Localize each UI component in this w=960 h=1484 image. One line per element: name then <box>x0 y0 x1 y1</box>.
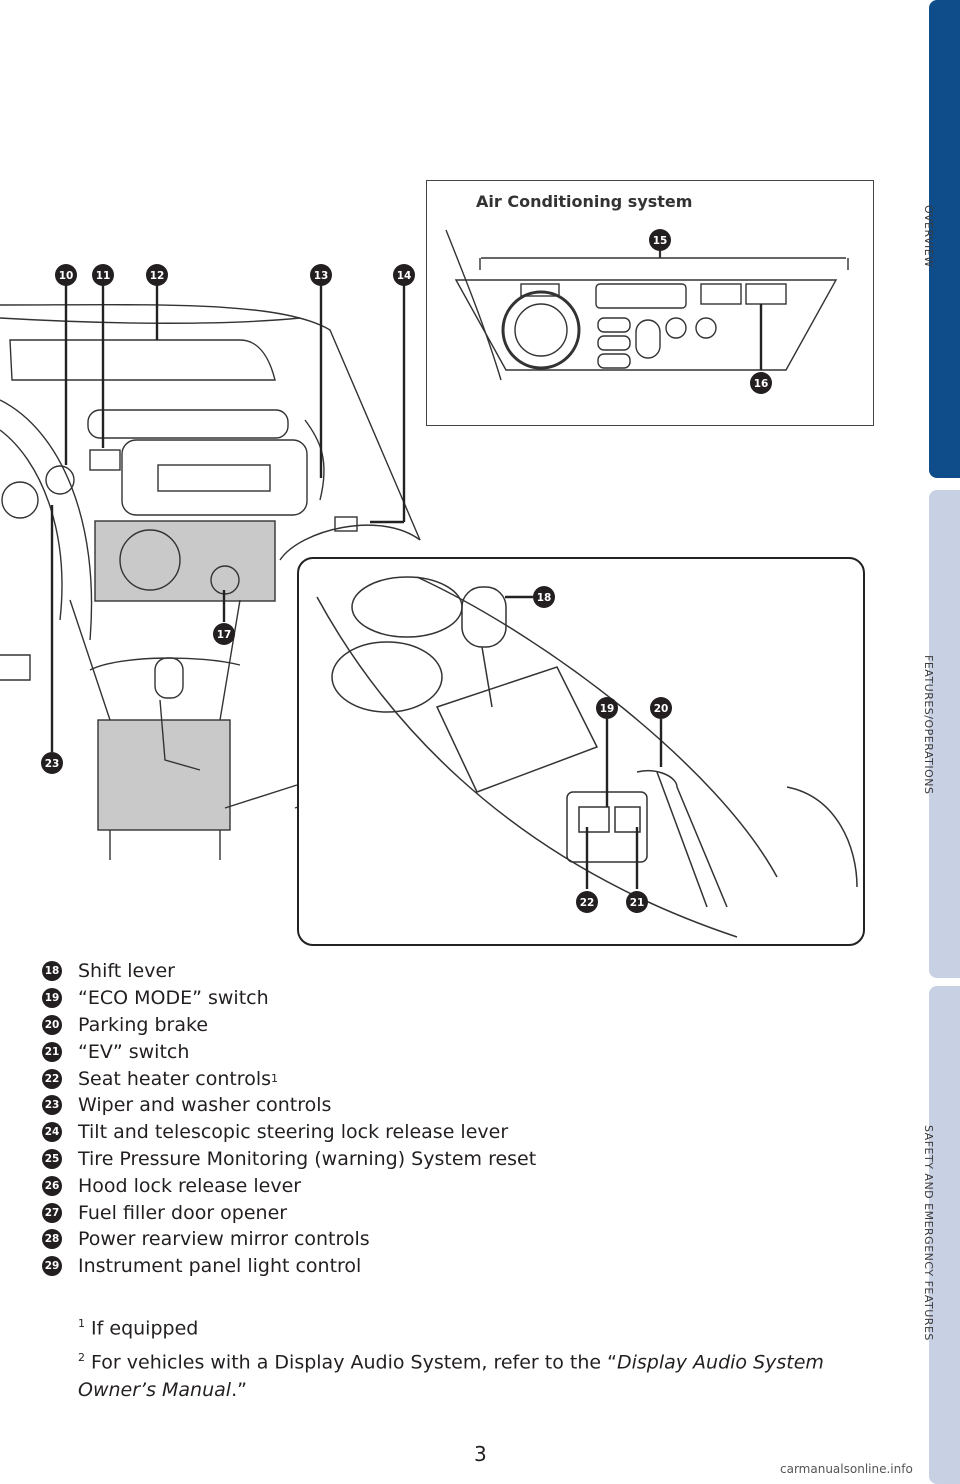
page-number: 3 <box>474 1442 487 1466</box>
list-item: 20 Parking brake <box>42 1012 536 1039</box>
figure-markers: 10 11 12 13 14 15 16 17 18 19 20 21 22 2… <box>41 229 772 913</box>
svg-text:19: 19 <box>600 703 615 715</box>
svg-text:20: 20 <box>654 703 669 715</box>
marker-16: 16 <box>750 372 772 394</box>
marker-14: 14 <box>393 264 415 286</box>
svg-text:15: 15 <box>653 235 668 247</box>
marker-20: 20 <box>650 697 672 719</box>
list-item: 28 Power rearview mirror controls <box>42 1226 536 1253</box>
footnote-1: 1 If equipped <box>78 1317 198 1339</box>
marker-19: 19 <box>596 697 618 719</box>
tab-features-operations[interactable] <box>929 490 960 978</box>
footnote-1-marker: 1 <box>78 1317 85 1330</box>
legend-text: Fuel filler door opener <box>78 1201 288 1224</box>
legend-number: 29 <box>42 1256 62 1277</box>
footnote-2: 2 For vehicles with a Display Audio Syst… <box>78 1344 878 1404</box>
marker-13: 13 <box>310 264 332 286</box>
svg-text:18: 18 <box>537 592 552 604</box>
svg-text:23: 23 <box>45 758 60 770</box>
svg-text:21: 21 <box>630 897 645 909</box>
svg-text:17: 17 <box>217 629 232 641</box>
svg-text:16: 16 <box>754 378 769 390</box>
list-item: 27 Fuel filler door opener <box>42 1199 536 1226</box>
tab-safety[interactable] <box>929 986 960 1484</box>
marker-23: 23 <box>41 752 63 774</box>
legend-text: Tilt and telescopic steering lock releas… <box>78 1121 509 1144</box>
footnote-2-marker: 2 <box>78 1351 85 1364</box>
tab-label-features: FEATURES/OPERATIONS <box>922 655 935 795</box>
marker-21: 21 <box>626 891 648 913</box>
marker-12: 12 <box>146 264 168 286</box>
list-item: 26 Hood lock release lever <box>42 1172 536 1199</box>
marker-22: 22 <box>576 891 598 913</box>
marker-18: 18 <box>533 586 555 608</box>
svg-text:11: 11 <box>96 270 111 282</box>
ac-title: Air Conditioning system <box>476 192 693 211</box>
legend-number: 19 <box>42 988 62 1009</box>
legend-number: 23 <box>42 1095 62 1116</box>
console-drawing <box>316 576 858 938</box>
legend-text: Tire Pressure Monitoring (warning) Syste… <box>78 1147 537 1170</box>
legend-number: 28 <box>42 1229 62 1250</box>
ac-panel-drawing <box>445 229 849 381</box>
footnote-2-text-a: For vehicles with a Display Audio System… <box>91 1351 617 1374</box>
legend-number: 22 <box>42 1068 62 1089</box>
list-item: 23 Wiper and washer controls <box>42 1092 536 1119</box>
legend-number: 21 <box>42 1041 62 1062</box>
svg-text:10: 10 <box>59 270 74 282</box>
svg-text:22: 22 <box>580 897 595 909</box>
legend-text: “ECO MODE” switch <box>78 987 269 1010</box>
legend-text: “EV” switch <box>78 1040 190 1063</box>
center-console-inset <box>297 557 865 946</box>
marker-17: 17 <box>213 623 235 645</box>
legend-number: 24 <box>42 1122 62 1143</box>
side-tabs <box>929 0 960 1484</box>
tab-overview[interactable] <box>929 0 960 478</box>
ac-system-diagram <box>426 180 874 426</box>
legend-number: 20 <box>42 1014 62 1035</box>
legend-number: 27 <box>42 1202 62 1223</box>
legend-number: 26 <box>42 1175 62 1196</box>
legend-text: Instrument panel light control <box>78 1255 362 1278</box>
footnote-ref: 1 <box>271 1072 279 1086</box>
svg-text:14: 14 <box>397 270 412 282</box>
legend-text: Seat heater controls <box>78 1067 272 1090</box>
legend-number: 25 <box>42 1148 62 1169</box>
legend-text: Shift lever <box>78 960 175 983</box>
dashboard-illustration <box>0 285 421 860</box>
legend-list: 18 Shift lever 19 “ECO MODE” switch 20 Park… <box>42 958 536 1280</box>
watermark: carmanualsonline.info <box>780 1462 913 1476</box>
legend-text: Wiper and washer controls <box>78 1094 332 1117</box>
footnote-2-italic: Display Audio System Owner’s Manual <box>78 1351 824 1402</box>
legend-number: 18 <box>42 961 62 982</box>
marker-11: 11 <box>92 264 114 286</box>
footnote-1-text: If equipped <box>91 1317 199 1340</box>
footnote-2-text-b: .” <box>231 1379 247 1402</box>
legend-text: Power rearview mirror controls <box>78 1228 370 1251</box>
list-item: 29 Instrument panel light control <box>42 1253 536 1280</box>
tab-label-safety: SAFETY AND EMERGENCY FEATURES <box>922 1125 935 1341</box>
list-item: 18 Shift lever <box>42 958 536 985</box>
list-item: 21 “EV” switch <box>42 1038 536 1065</box>
list-item: 25 Tire Pressure Monitoring (warning) Sys… <box>42 1146 536 1173</box>
legend-text: Hood lock release lever <box>78 1174 302 1197</box>
svg-text:12: 12 <box>150 270 165 282</box>
svg-text:13: 13 <box>314 270 329 282</box>
list-item: 19 “ECO MODE” switch <box>42 985 536 1012</box>
list-item: 24 Tilt and telescopic steering lock rele… <box>42 1119 536 1146</box>
tab-label-overview: OVERVIEW <box>922 205 935 268</box>
legend-text: Parking brake <box>78 1013 209 1036</box>
marker-10: 10 <box>55 264 77 286</box>
marker-15: 15 <box>649 229 671 251</box>
